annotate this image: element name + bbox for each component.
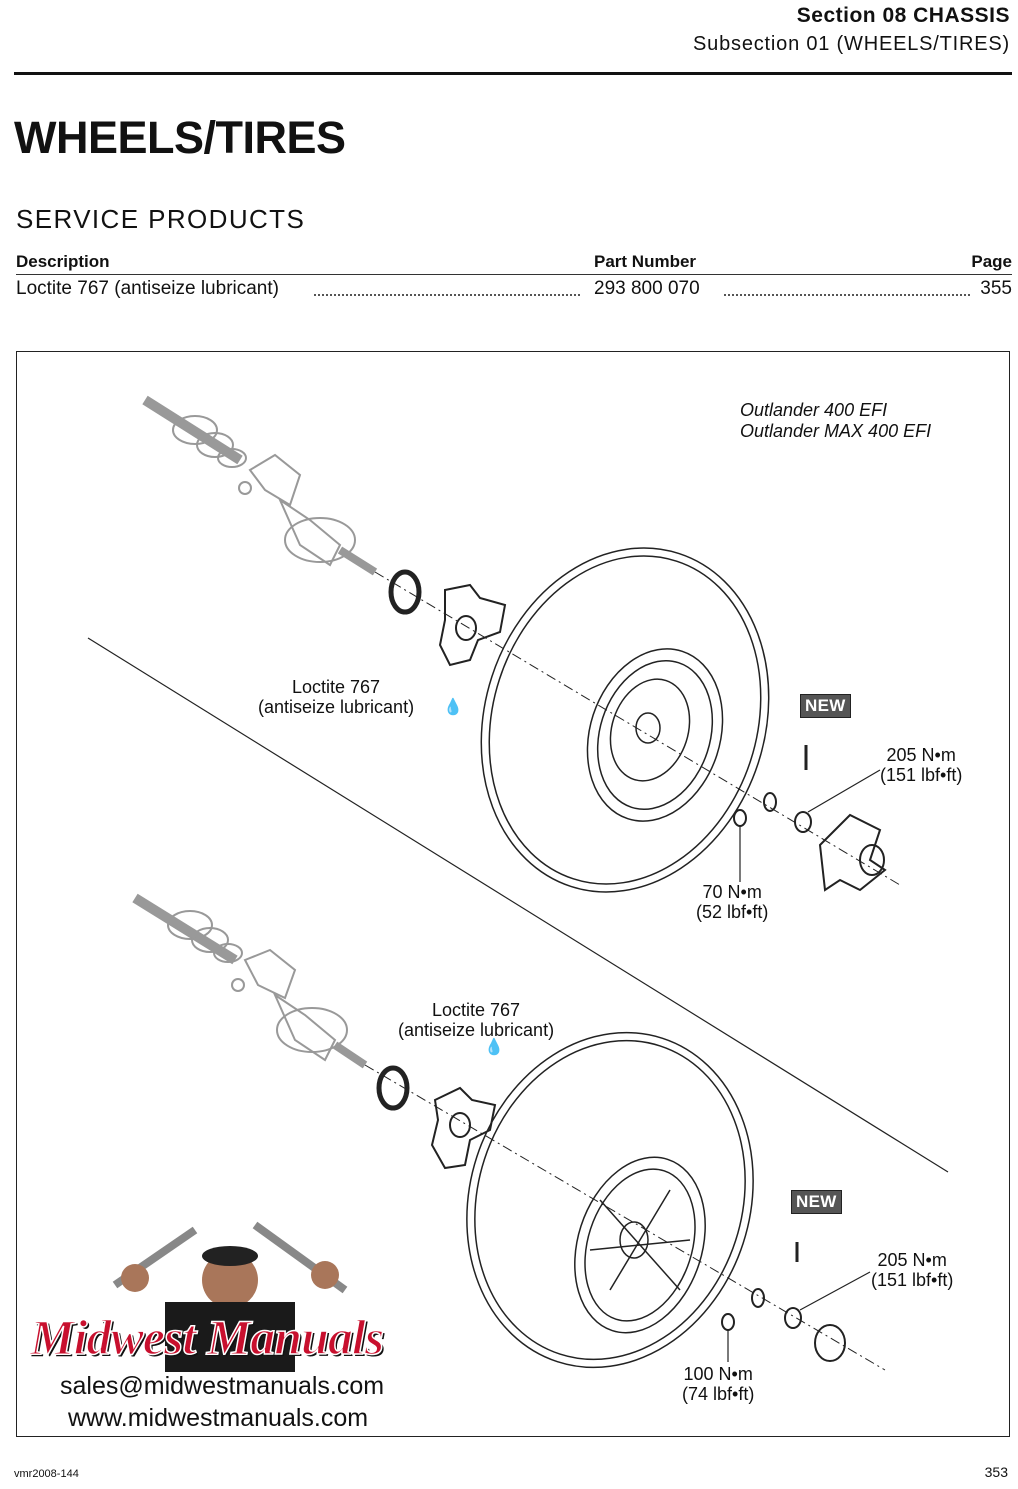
torque-metric: 205 N•m <box>886 745 956 765</box>
dot-leader <box>724 294 970 296</box>
top-axle-nut-torque: 205 N•m (151 lbf•ft) <box>880 745 962 785</box>
top-new-badge: NEW <box>800 694 851 718</box>
watermark-email: sales@midwestmanuals.com <box>60 1372 385 1400</box>
column-header-part-number: Part Number <box>594 252 697 271</box>
torque-imperial: (74 lbf•ft) <box>682 1384 755 1404</box>
model-name: Outlander 400 EFI <box>740 400 888 420</box>
top-wheel-nut-torque: 70 N•m (52 lbf•ft) <box>696 882 768 922</box>
watermark-website: www.midwestmanuals.com <box>68 1404 369 1432</box>
torque-metric: 70 N•m <box>702 882 762 902</box>
torque-imperial: (52 lbf•ft) <box>696 902 769 922</box>
lube-product-name: Loctite 767 <box>292 677 381 697</box>
torque-metric: 100 N•m <box>683 1364 753 1384</box>
bottom-axle-nut-torque: 205 N•m (151 lbf•ft) <box>871 1250 953 1290</box>
column-header-description: Description <box>16 252 110 271</box>
page-title: WHEELS/TIRES <box>14 112 346 163</box>
lube-product-desc: (antiseize lubricant) <box>398 1020 555 1040</box>
top-drop-icon: 💧 <box>443 697 463 716</box>
top-axle-nut-leader <box>807 769 881 813</box>
bottom-wheel-nut-torque: 100 N•m (74 lbf•ft) <box>682 1364 754 1404</box>
bottom-new-badge: NEW <box>791 1190 842 1214</box>
row-page: 355 <box>980 278 1012 299</box>
top-hub <box>388 569 507 667</box>
lube-product-desc: (antiseize lubricant) <box>258 697 415 717</box>
bottom-lube-label: Loctite 767 (antiseize lubricant) <box>398 1000 554 1040</box>
watermark-logo: Midwest Manuals <box>29 1308 385 1366</box>
table-header-rule <box>16 274 1012 275</box>
header-rule <box>14 72 1012 75</box>
column-header-page: Page <box>971 252 1012 271</box>
row-description: Loctite 767 (antiseize lubricant) <box>16 278 279 299</box>
bottom-axis-line <box>364 1064 886 1371</box>
exploded-view-frame <box>16 351 1010 1437</box>
row-part-number: 293 800 070 <box>594 278 700 299</box>
mechanic-figure <box>112 1221 348 1372</box>
top-axis-line <box>374 571 901 886</box>
dot-leader <box>314 294 580 296</box>
bottom-axle-nut-leader <box>799 1271 871 1311</box>
lube-product-name: Loctite 767 <box>432 1000 521 1020</box>
bottom-drive-shaft <box>132 893 368 1069</box>
bottom-hub <box>376 1065 497 1170</box>
divider-line <box>87 637 949 1173</box>
figure-code: vmr2008-144 <box>14 1468 79 1480</box>
top-drive-shaft <box>142 395 378 576</box>
bottom-drop-icon: 💧 <box>484 1037 504 1056</box>
bottom-wheel <box>466 1031 754 1369</box>
service-products-heading: SERVICE PRODUCTS <box>16 204 306 234</box>
top-lube-label: Loctite 767 (antiseize lubricant) <box>258 677 414 717</box>
section-title: Section 08 CHASSIS <box>796 4 1010 27</box>
bottom-nut-washer <box>721 1242 846 1362</box>
model-list: Outlander 400 EFI Outlander MAX 400 EFI <box>740 400 931 442</box>
subsection-title: Subsection 01 (WHEELS/TIRES) <box>693 33 1010 55</box>
model-name: Outlander MAX 400 EFI <box>740 421 932 441</box>
page-number: 353 <box>984 1464 1008 1480</box>
torque-metric: 205 N•m <box>877 1250 947 1270</box>
top-nut-washer <box>733 745 887 892</box>
torque-imperial: (151 lbf•ft) <box>871 1270 954 1290</box>
torque-imperial: (151 lbf•ft) <box>880 765 963 785</box>
top-wheel <box>480 547 770 893</box>
